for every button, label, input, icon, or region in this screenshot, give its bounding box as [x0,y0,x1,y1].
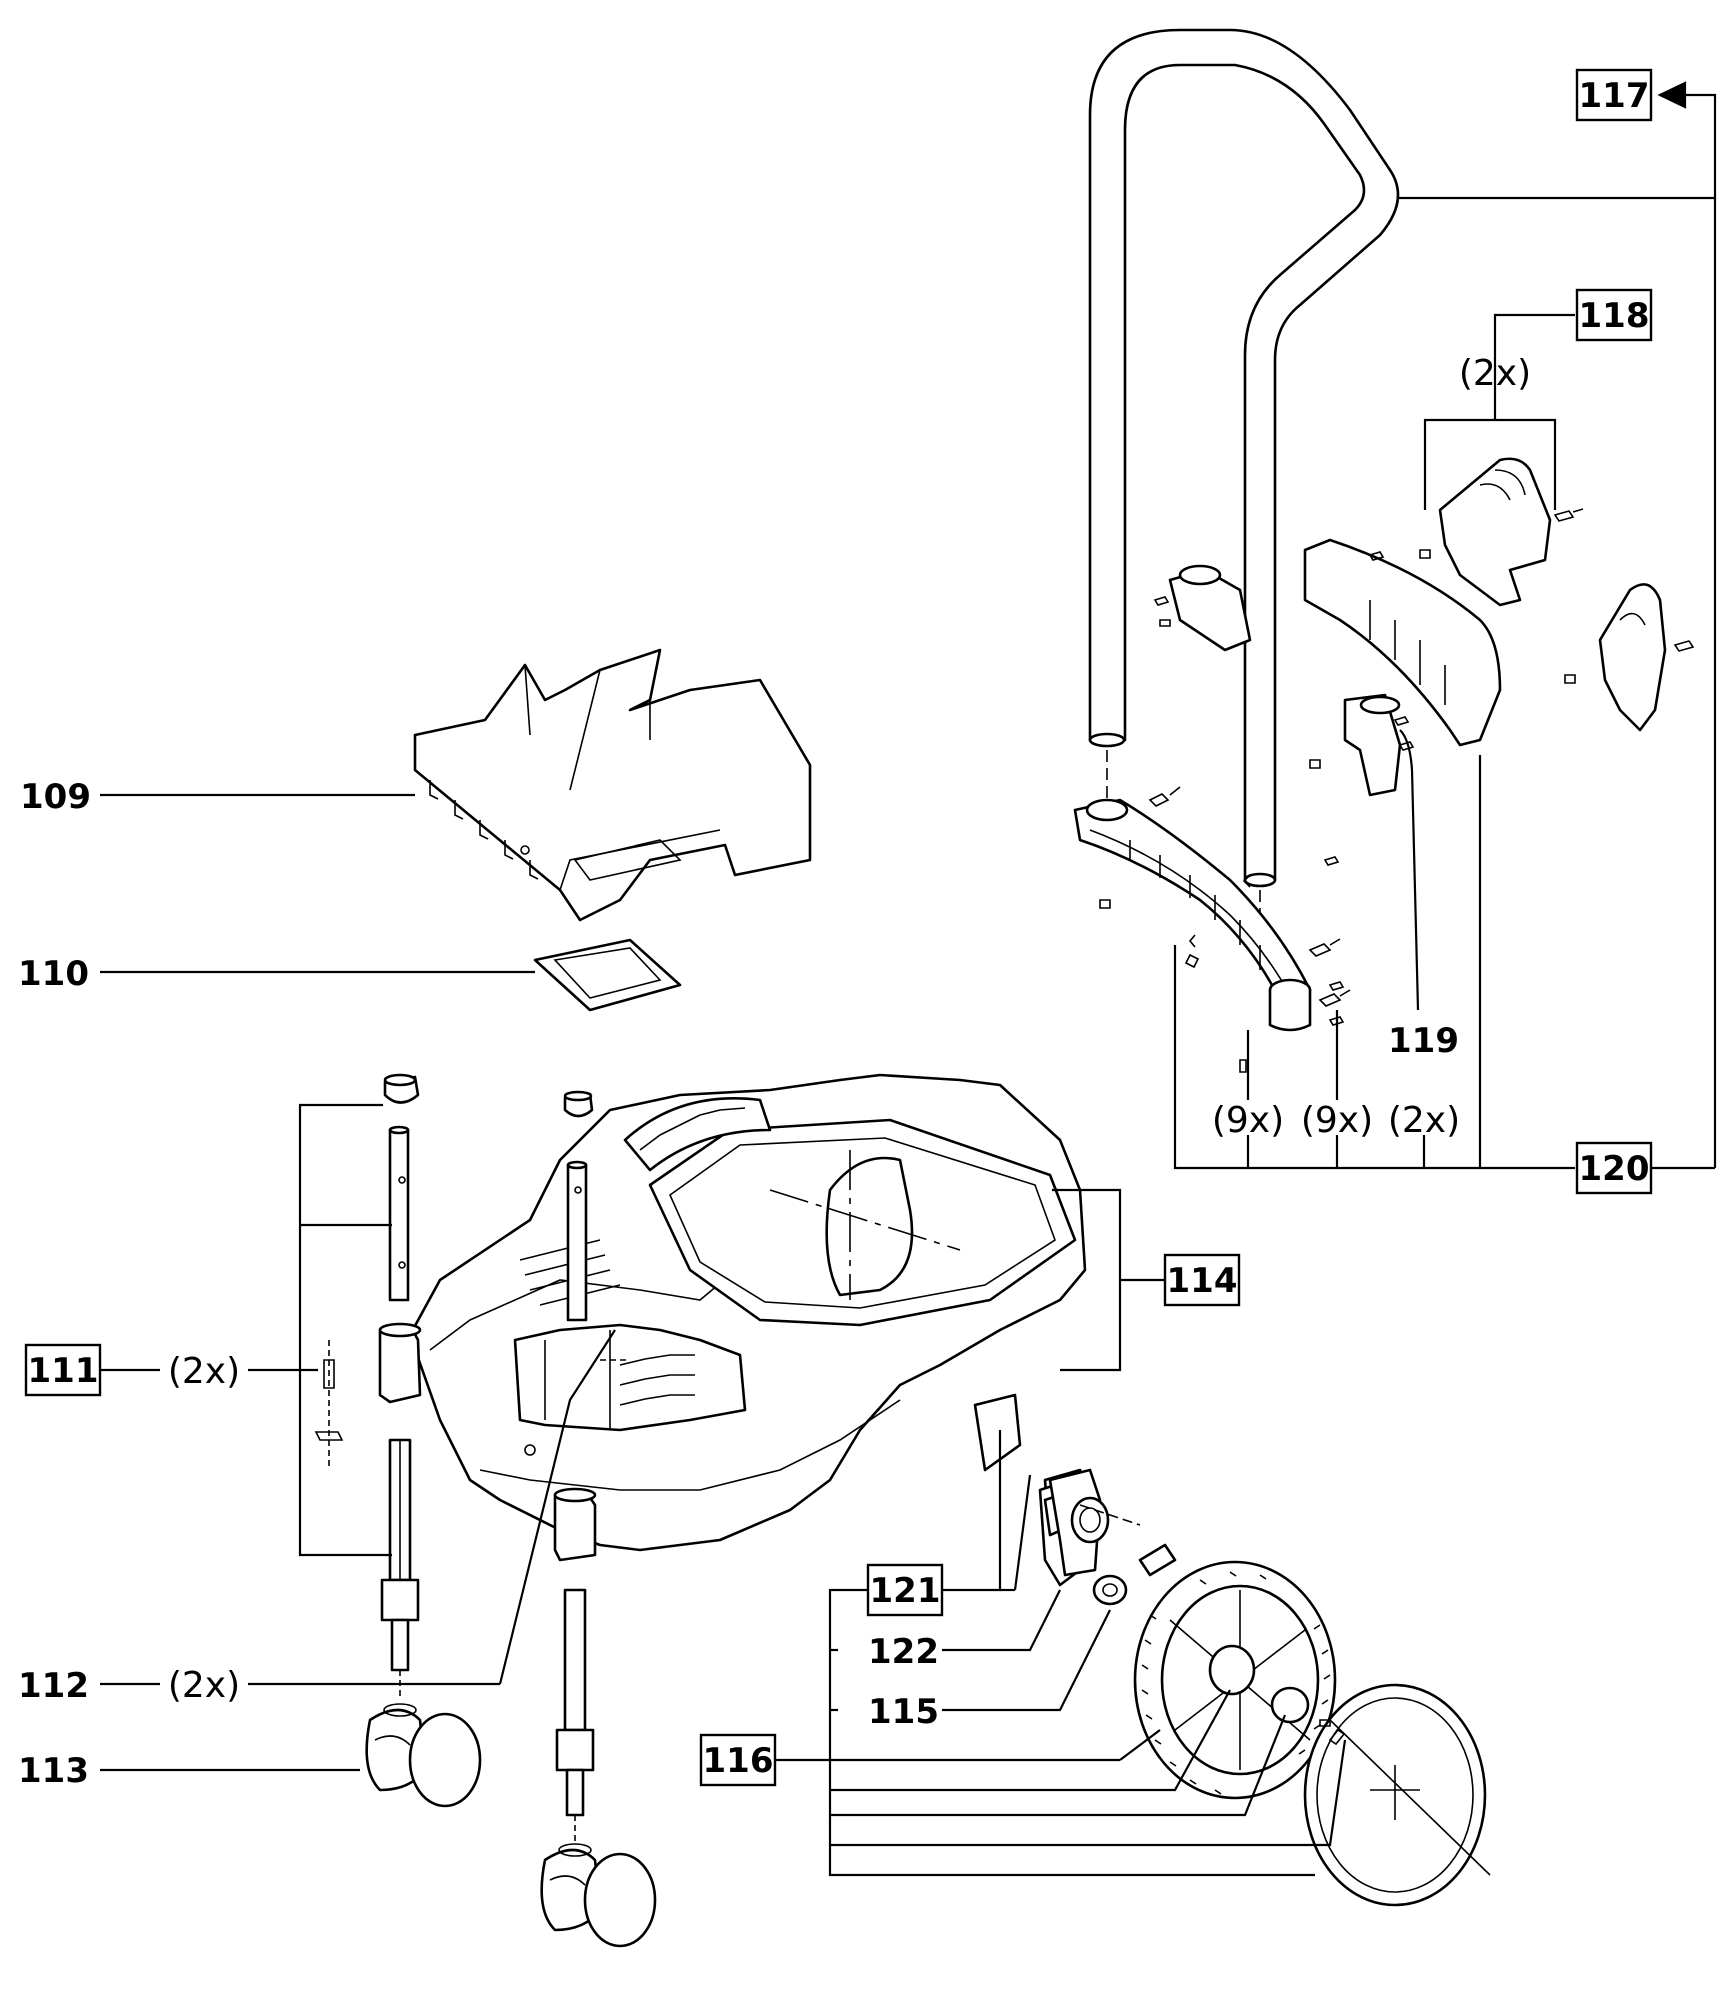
qty-118: (2x) [1459,353,1531,394]
callout-121: 121 [870,1571,941,1611]
callout-120: 120 [1579,1149,1650,1189]
part-plate [533,938,682,1012]
part-rear-wheel [1133,1560,1337,1800]
callout-116-box [699,1733,777,1787]
callout-110: 110 [18,954,89,994]
part-bracket-lower [1073,786,1351,1032]
part-axle-holder [1048,1468,1141,1577]
callout-117: 117 [1579,76,1650,116]
callout-109: 109 [20,777,91,817]
qty-111: (2x) [168,1351,240,1392]
callout-115: 115 [868,1692,939,1732]
callout-111: 111 [28,1351,99,1391]
part-caster-leg-center [553,1090,597,1845]
part-handle-tube [1088,28,1400,940]
qty-120-c: (2x) [1388,1100,1460,1141]
fastener-group [1099,551,1415,1073]
part-main-housing [408,1073,1097,1552]
part-bracket-upper [1168,538,1502,797]
part-wheel-cap [1303,1683,1491,1907]
callout-121-box [866,1563,944,1617]
callout-114: 114 [1167,1261,1238,1301]
callout-113: 113 [18,1751,89,1791]
callout-122: 122 [868,1632,939,1672]
callout-112: 112 [18,1666,89,1706]
part-caster-wheel-b [540,1843,657,1948]
callout-118-box [1575,288,1653,342]
qty-120-b: (9x) [1301,1100,1373,1141]
part-tray [413,648,812,922]
part-caster-wheel-a [365,1703,482,1808]
callout-118: 118 [1579,296,1650,336]
callout-114-box [1163,1253,1241,1307]
callout-111-box [24,1343,102,1397]
part-caster-leg-left [314,1073,422,1700]
callout-117-box [1575,68,1653,122]
callout-119: 119 [1388,1021,1459,1061]
part-side-clip-b [1564,583,1695,732]
callout-120-box [1575,1141,1653,1195]
callout-116: 116 [703,1741,774,1781]
leader-lines [100,81,1717,1877]
part-bushing [1092,1543,1177,1606]
part-side-clip-a [1419,457,1584,607]
callout-labels: 109 110 111 (2x) 112 (2x) 113 114 115 11… [18,68,1653,1791]
qty-120-a: (9x) [1212,1100,1284,1141]
qty-112: (2x) [168,1665,240,1706]
